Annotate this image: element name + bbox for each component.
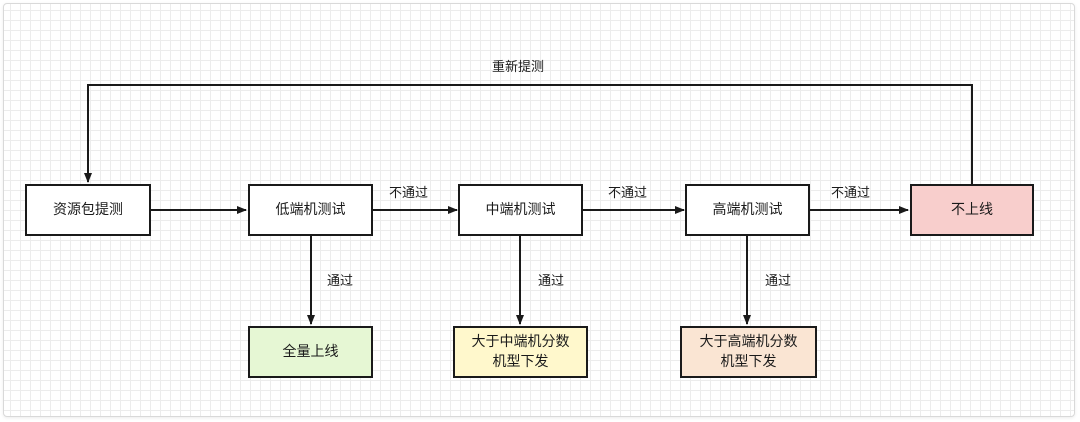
node-resource-submit-text: 资源包提测: [53, 202, 123, 218]
node-low-end-test-text: 低端机测试: [275, 202, 346, 218]
node-mid-end-test[interactable]: 中端机测试: [458, 184, 583, 236]
node-high-score-release[interactable]: 大于高端机分数 机型下发: [680, 326, 817, 378]
label-retest: 重新提测: [492, 60, 545, 75]
node-high-end-test[interactable]: 高端机测试: [685, 184, 810, 236]
edge-offline-retest-loop: [84, 84, 973, 184]
node-full-release[interactable]: 全量上线: [248, 326, 373, 378]
label-pass-high: 通过: [765, 274, 792, 289]
node-mid-score-release-text: 大于中端机分数 机型下发: [471, 334, 570, 370]
node-high-end-test-text: 高端机测试: [712, 202, 783, 218]
node-mid-end-test-text: 中端机测试: [485, 202, 556, 218]
node-full-release-text: 全量上线: [282, 344, 339, 360]
node-resource-submit[interactable]: 资源包提测: [25, 184, 151, 236]
node-not-release[interactable]: 不上线: [910, 184, 1034, 236]
label-pass-mid: 通过: [538, 274, 565, 289]
label-fail-mid: 不通过: [608, 186, 648, 201]
node-not-release-text: 不上线: [951, 202, 993, 218]
node-low-end-test[interactable]: 低端机测试: [248, 184, 373, 236]
label-fail-low: 不通过: [389, 186, 429, 201]
node-high-score-release-text: 大于高端机分数 机型下发: [699, 334, 798, 370]
label-fail-high: 不通过: [831, 186, 871, 201]
label-pass-low: 通过: [327, 274, 354, 289]
node-mid-score-release[interactable]: 大于中端机分数 机型下发: [453, 326, 588, 378]
